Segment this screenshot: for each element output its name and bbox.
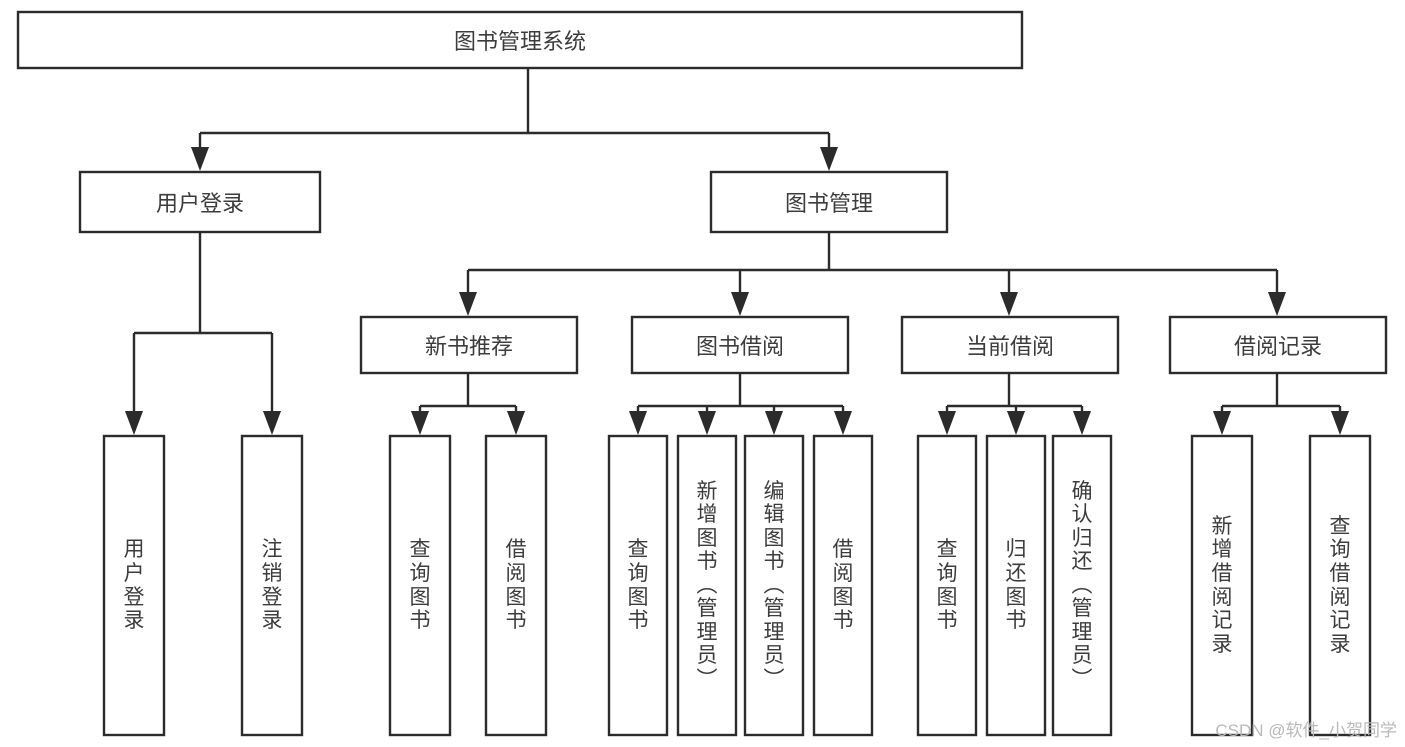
arrow-head-icon bbox=[507, 411, 525, 435]
node-box-leaf-logout[interactable] bbox=[240, 434, 304, 737]
arrow-head-icon bbox=[1331, 411, 1349, 435]
node-layer bbox=[16, 10, 1388, 737]
node-box-book-borrow[interactable] bbox=[630, 315, 850, 375]
node-box-current-borrow[interactable] bbox=[900, 315, 1120, 375]
arrow-head-icon bbox=[459, 292, 477, 316]
node-box-root[interactable] bbox=[16, 10, 1024, 70]
node-box-book-manage[interactable] bbox=[709, 170, 949, 234]
node-box-leaf-query-book-3[interactable] bbox=[916, 434, 978, 737]
arrow-head-icon bbox=[820, 147, 838, 171]
arrow-head-icon bbox=[1000, 292, 1018, 316]
arrow-head-icon bbox=[1007, 411, 1025, 435]
node-box-leaf-query-book-1[interactable] bbox=[388, 434, 452, 737]
node-box-leaf-add-record[interactable] bbox=[1190, 434, 1254, 737]
node-box-leaf-confirm-return[interactable] bbox=[1051, 434, 1113, 737]
node-box-leaf-query-record[interactable] bbox=[1308, 434, 1372, 737]
arrow-head-icon bbox=[629, 411, 647, 435]
arrow-head-icon bbox=[938, 411, 956, 435]
node-box-leaf-add-book[interactable] bbox=[676, 434, 738, 737]
arrow-head-icon bbox=[1213, 411, 1231, 435]
node-box-borrow-record[interactable] bbox=[1168, 315, 1388, 375]
node-box-leaf-user-login[interactable] bbox=[102, 434, 166, 737]
node-box-user-login[interactable] bbox=[78, 170, 322, 234]
connector-layer bbox=[125, 68, 1349, 435]
node-box-leaf-borrow-book-2[interactable] bbox=[812, 434, 874, 737]
node-box-new-book-recommend[interactable] bbox=[359, 315, 579, 375]
arrow-head-icon bbox=[731, 292, 749, 316]
node-box-leaf-return-book[interactable] bbox=[985, 434, 1047, 737]
node-box-leaf-query-book-2[interactable] bbox=[607, 434, 669, 737]
node-box-leaf-borrow-book-1[interactable] bbox=[484, 434, 548, 737]
arrow-head-icon bbox=[834, 411, 852, 435]
arrow-head-icon bbox=[125, 411, 143, 435]
arrow-head-icon bbox=[1073, 411, 1091, 435]
arrow-head-icon bbox=[263, 411, 281, 435]
arrow-head-icon bbox=[765, 411, 783, 435]
arrow-head-icon bbox=[698, 411, 716, 435]
arrow-head-icon bbox=[411, 411, 429, 435]
arrow-head-icon bbox=[1268, 292, 1286, 316]
arrow-head-icon bbox=[191, 147, 209, 171]
node-box-leaf-edit-book[interactable] bbox=[743, 434, 805, 737]
